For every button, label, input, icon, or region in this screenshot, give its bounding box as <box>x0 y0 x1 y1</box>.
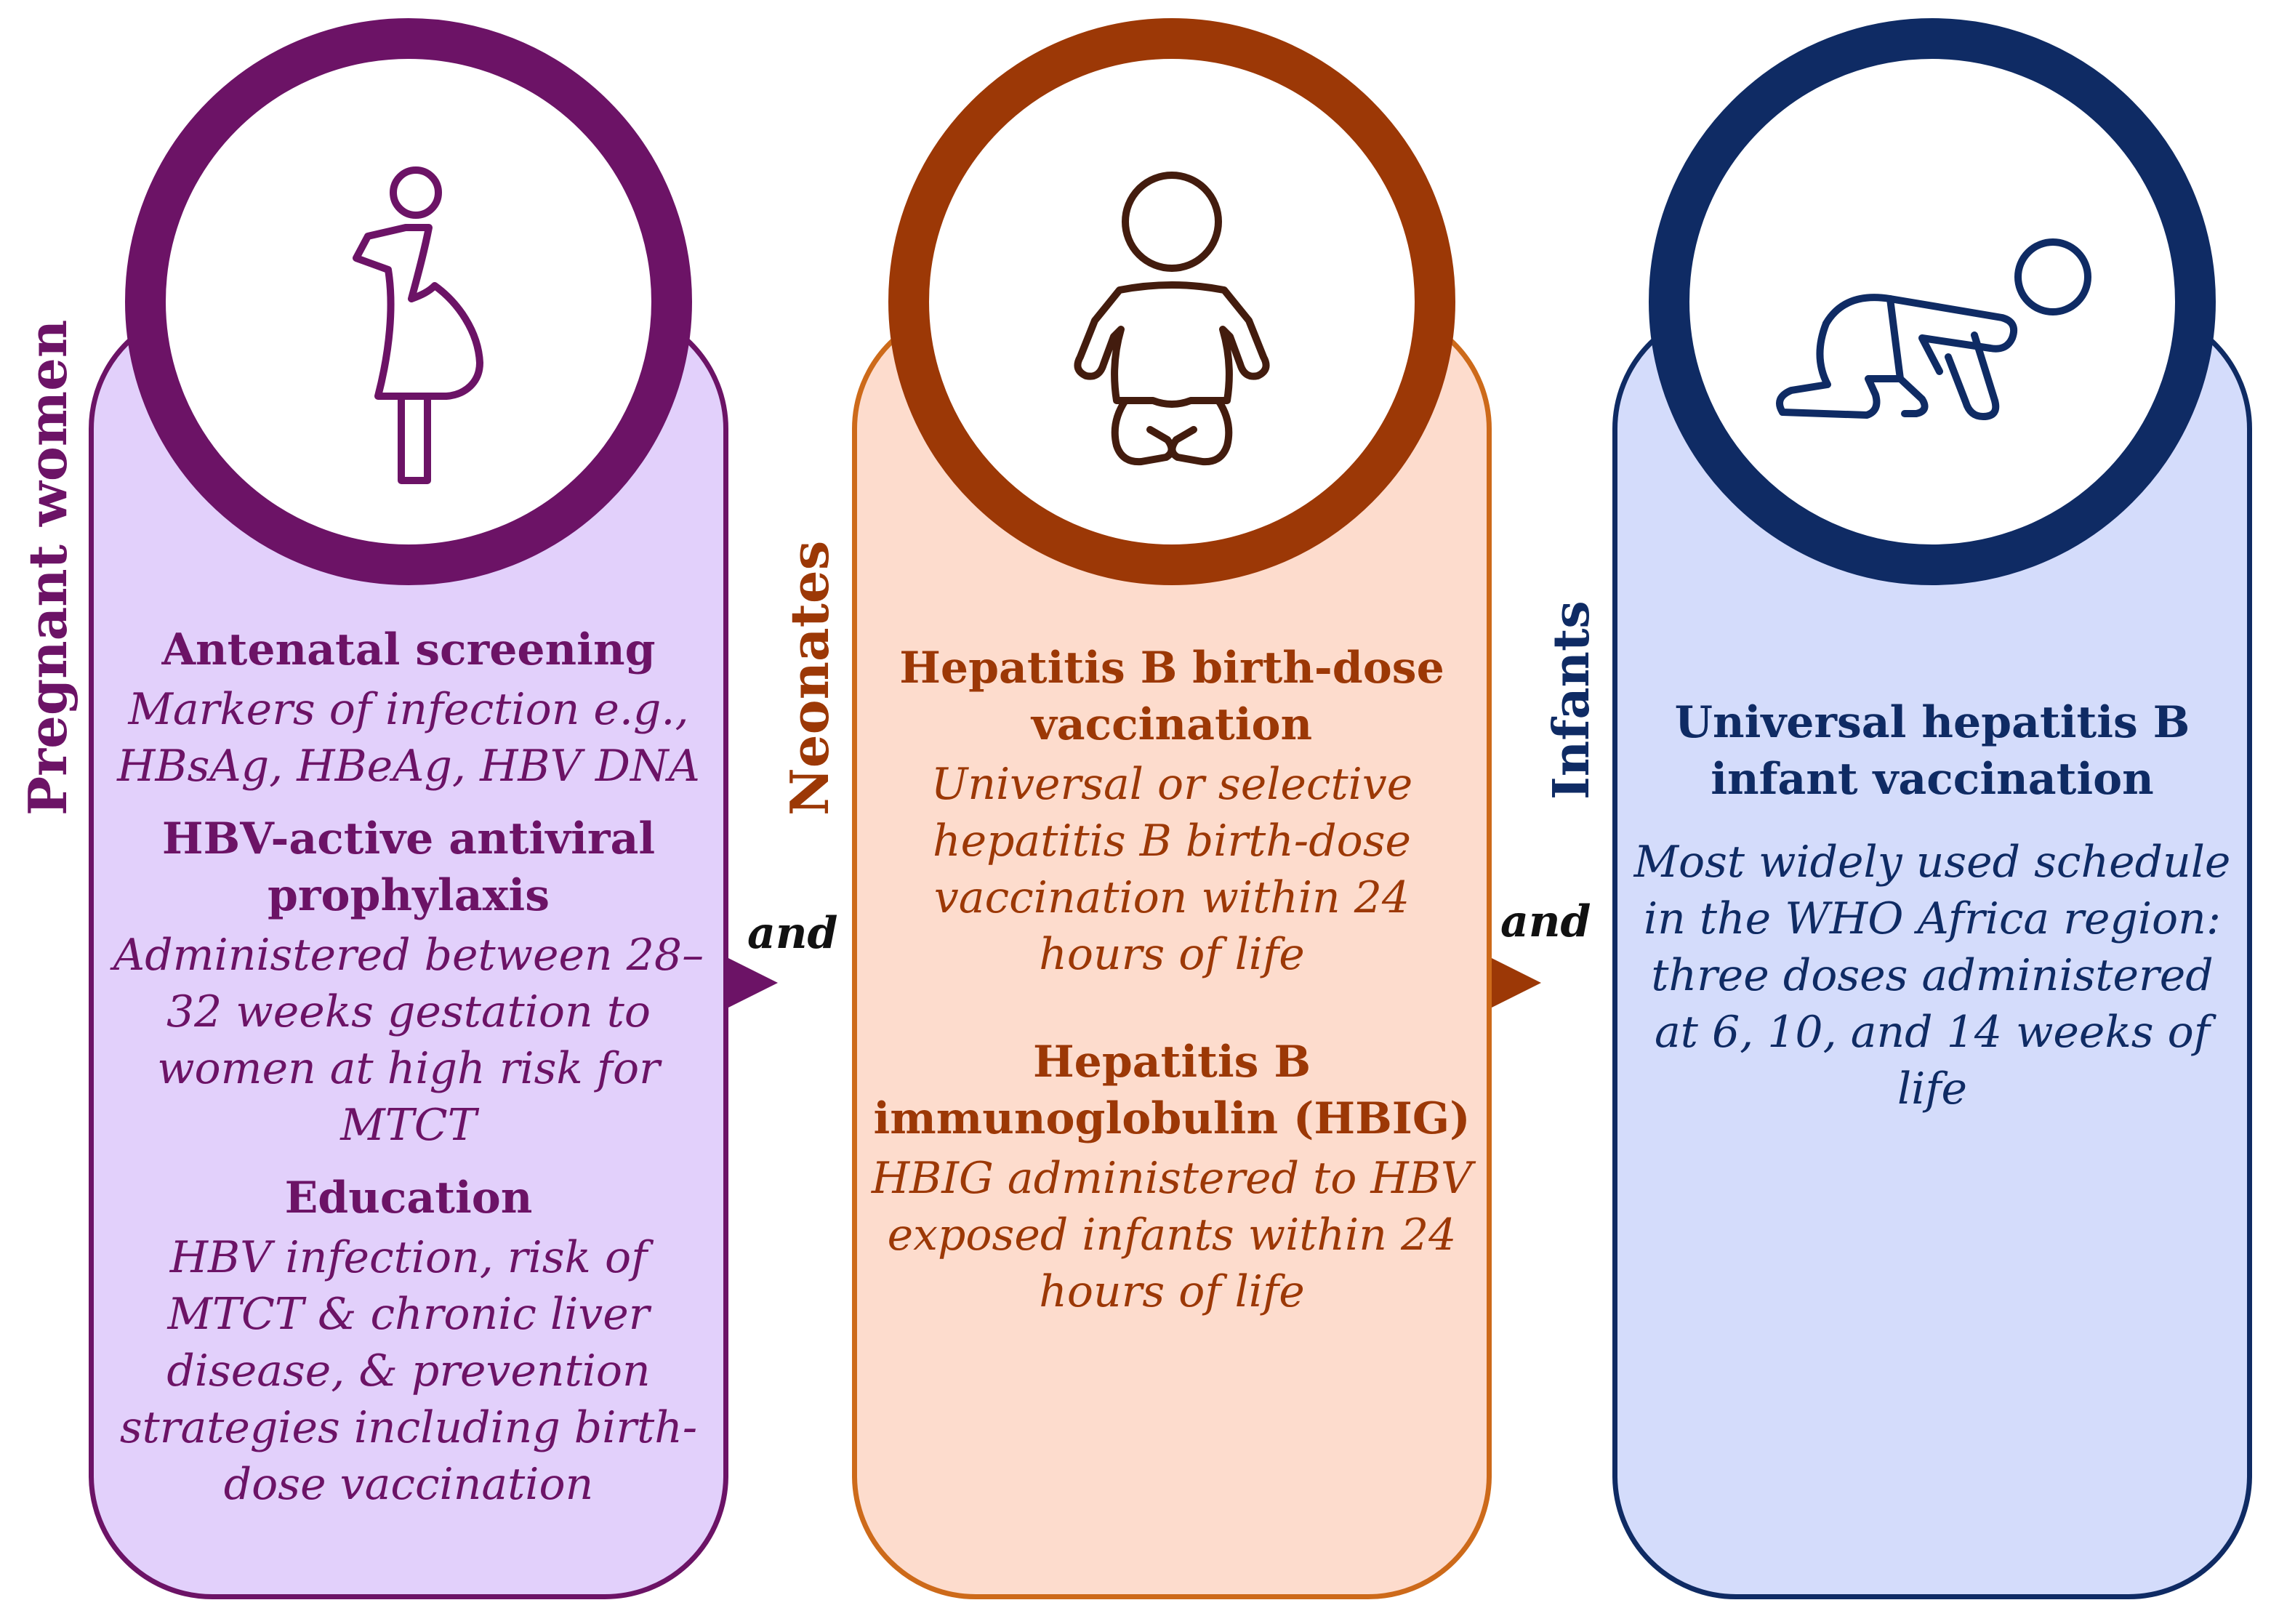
hbig-text: HBIG administered to HBV exposed infants… <box>871 1153 1473 1317</box>
baby-icon <box>1074 172 1270 466</box>
infants-content: Universal hepatitis B infant vaccination… <box>1628 694 2236 1117</box>
pregnant-women-icon-ring <box>125 18 692 585</box>
neonates-content: Hepatitis B birth-dose vaccination Unive… <box>869 640 1474 1320</box>
pregnant-women-label: Pregnant women <box>17 319 79 816</box>
infant-vaccination-text: Most widely used schedule in the WHO Afr… <box>1633 837 2231 1114</box>
infants-label: Infants <box>1543 600 1601 800</box>
crawling-infant-icon <box>1776 238 2091 420</box>
connector-and-2: and <box>1500 896 1591 947</box>
antenatal-screening-text: Markers of infection e.g., HBsAg, HBeAg,… <box>117 684 700 792</box>
neonates-icon-ring <box>888 18 1455 585</box>
birth-dose-vaccination-text: Universal or selective hepatitis B birth… <box>930 759 1413 980</box>
pregnant-women-content: Antenatal screening Markers of infection… <box>110 622 707 1513</box>
infant-vaccination-heading: Universal hepatitis B infant vaccination <box>1674 697 2190 805</box>
antiviral-prophylaxis-heading: HBV-active antiviral prophylaxis <box>161 813 656 921</box>
birth-dose-vaccination-heading: Hepatitis B birth-dose vaccination <box>899 643 1444 750</box>
education-text: HBV infection, risk of MTCT & chronic li… <box>119 1232 698 1510</box>
flow-arrow-1 <box>728 958 778 1008</box>
connector-and-1: and <box>747 908 838 959</box>
pregnant-woman-icon <box>353 166 483 484</box>
flow-arrow-2 <box>1492 958 1541 1008</box>
hbig-heading: Hepatitis B immunoglobulin (HBIG) <box>873 1037 1471 1144</box>
neonates-label: Neonates <box>779 540 840 816</box>
antenatal-screening-heading: Antenatal screening <box>161 624 656 675</box>
antiviral-prophylaxis-text: Administered between 28–32 weeks gestati… <box>113 930 704 1151</box>
education-heading: Education <box>284 1173 533 1223</box>
infants-icon-ring <box>1649 18 2216 585</box>
